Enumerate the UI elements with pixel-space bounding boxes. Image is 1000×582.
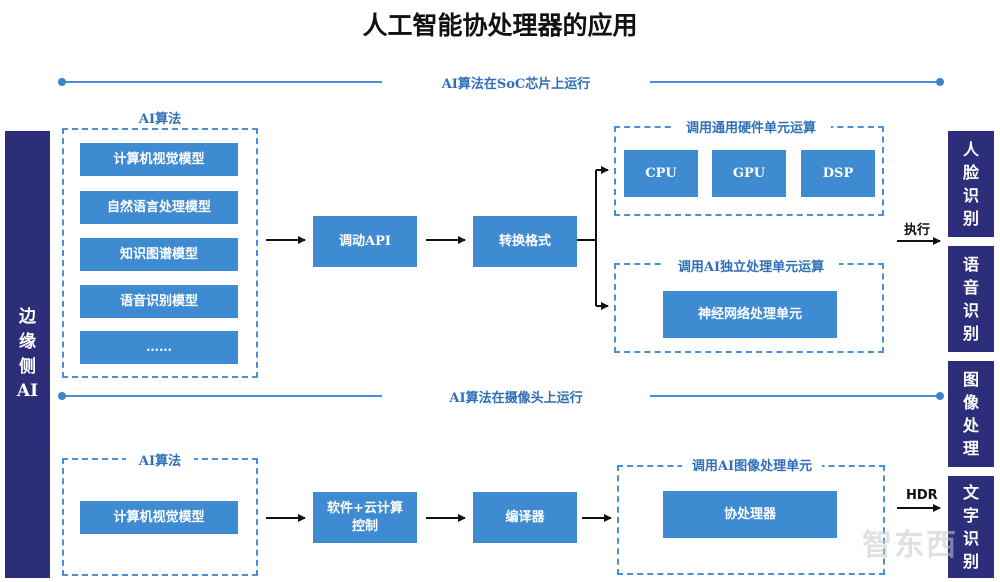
execute-label: 执行 (904, 223, 931, 238)
hdr-label: HDR (906, 488, 938, 503)
watermark-logo: 智东西 (862, 528, 958, 563)
section-line-bottom-left (62, 395, 382, 397)
dsp-box: DSP (801, 150, 875, 197)
edge-ai-label: 边缘侧AI (5, 131, 50, 578)
dispatch-api-box: 调动API (313, 216, 417, 267)
model-speech: 语音识别模型 (80, 285, 238, 318)
model-more: …… (80, 331, 238, 364)
section-label-bottom: AI算法在摄像头上运行 (382, 387, 650, 406)
bottom-model-cv: 计算机视觉模型 (80, 501, 238, 534)
format-convert-box: 转换格式 (473, 216, 577, 267)
coprocessor-box: 协处理器 (663, 491, 837, 538)
section-dot-top-left (58, 78, 66, 86)
app-face-recognition: 人脸识别 (948, 131, 994, 237)
image-unit-label: 调用AI图像处理单元 (682, 455, 822, 474)
software-cloud-box: 软件+云计算控制 (313, 492, 417, 543)
npu-box: 神经网络处理单元 (663, 291, 837, 338)
top-algo-label: AI算法 (126, 108, 194, 127)
independent-unit-label: 调用AI独立处理单元运算 (663, 256, 839, 275)
section-label-top: AI算法在SoC芯片上运行 (382, 73, 650, 92)
model-nlp: 自然语言处理模型 (80, 191, 238, 224)
page-title: 人工智能协处理器的应用 (362, 11, 638, 40)
section-dot-bottom-left (58, 392, 66, 400)
app-text-recognition: 文字识别 (948, 476, 994, 578)
model-kg: 知识图谱模型 (80, 238, 238, 271)
section-dot-top-right (936, 78, 944, 86)
bottom-algo-label: AI算法 (126, 450, 194, 469)
app-speech-recognition: 语音识别 (948, 246, 994, 352)
general-hw-label: 调用通用硬件单元运算 (671, 117, 831, 136)
section-line-top-left (62, 81, 382, 83)
section-line-bottom-right (650, 395, 940, 397)
gpu-box: GPU (712, 150, 786, 197)
compiler-box: 编译器 (473, 492, 577, 543)
app-image-processing: 图像处理 (948, 361, 994, 467)
cpu-box: CPU (624, 150, 698, 197)
model-cv: 计算机视觉模型 (80, 143, 238, 176)
section-line-top-right (650, 81, 940, 83)
section-dot-bottom-right (936, 392, 944, 400)
top-algo-group (62, 128, 258, 378)
